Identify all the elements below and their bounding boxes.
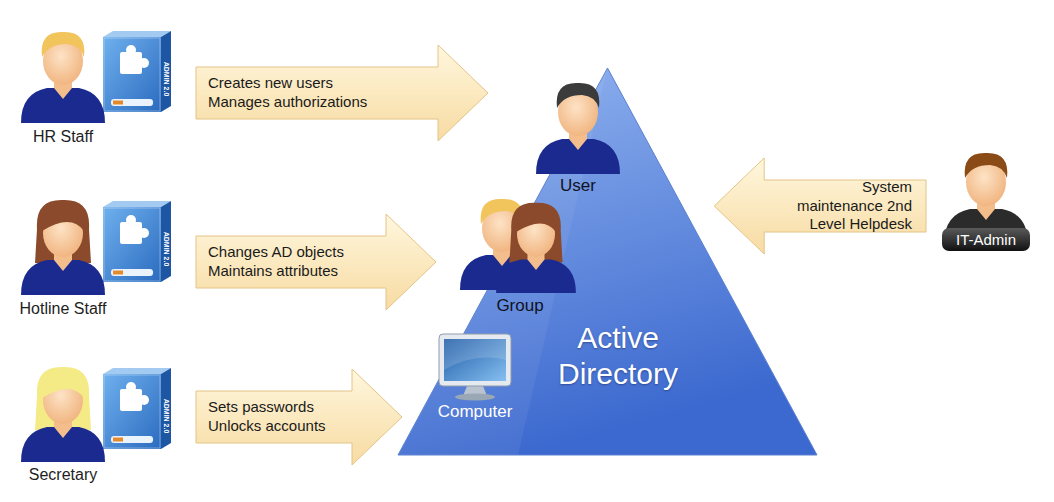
object-icon: Computer	[402, 330, 548, 426]
figure-part	[161, 368, 171, 449]
person-caption: HR Staff	[5, 128, 121, 146]
object-icon: Group	[436, 196, 604, 318]
figure-part	[103, 201, 171, 207]
figure-part	[557, 83, 600, 108]
figure-part	[161, 201, 171, 282]
figure-part	[104, 208, 160, 281]
figure-part	[139, 58, 149, 68]
arrow-label: Changes AD objects Maintains attributes	[208, 243, 368, 281]
figure-part	[120, 389, 142, 411]
figure-part	[113, 101, 123, 105]
figure-part	[113, 438, 123, 442]
figure-part	[120, 45, 149, 74]
figure-part	[111, 436, 153, 443]
figure-part	[161, 31, 171, 112]
admin-badge: IT-Admin	[942, 228, 1030, 251]
figure-part	[42, 372, 84, 398]
figure-part	[35, 367, 91, 430]
figure-part	[104, 375, 160, 448]
figure-part	[120, 382, 149, 411]
product-label: ADMIN 2.0	[163, 62, 170, 97]
object-caption: Computer	[425, 402, 525, 422]
figure-part	[516, 207, 556, 232]
figure-part	[103, 31, 171, 37]
figure-part	[103, 37, 161, 112]
object-caption: User	[538, 176, 618, 196]
block-arrow	[714, 158, 926, 254]
figure-part	[398, 68, 608, 455]
person-caption: Secretary	[5, 466, 121, 484]
figure-part	[126, 382, 136, 392]
person-caption: Hotline Staff	[5, 300, 121, 318]
figure-part	[111, 99, 153, 106]
block-arrow	[196, 45, 488, 141]
figure-part	[444, 339, 506, 370]
figure-part	[439, 334, 511, 386]
figure-part	[103, 207, 161, 282]
figure-part	[42, 205, 84, 231]
figure-part	[120, 52, 142, 74]
arrow-label: Sets passwords Unlocks accounts	[208, 398, 333, 436]
figure-part	[113, 271, 123, 275]
product-label: ADMIN 2.0	[163, 232, 170, 267]
figure-part	[103, 368, 171, 374]
person-node: IT-Admin	[930, 150, 1042, 260]
figure-part	[455, 394, 495, 401]
block-arrow	[196, 369, 402, 465]
directory-title: Active Directory	[543, 320, 693, 392]
figure-part	[35, 200, 91, 263]
block-arrow	[196, 214, 436, 310]
figure-part	[126, 215, 136, 225]
figure-part	[120, 222, 142, 244]
figure-part	[103, 374, 161, 449]
object-icon: User	[488, 78, 668, 200]
directory-triangle: Active Directory UserGroupComputer	[398, 68, 817, 455]
figure-part	[509, 203, 562, 263]
figure-part	[126, 45, 136, 55]
figure-part	[42, 32, 85, 57]
figure-part	[398, 68, 817, 455]
figure-part	[111, 269, 153, 276]
figure-part	[965, 153, 1008, 178]
arrow-label: Creates new users Manages authorizations	[208, 74, 368, 112]
arrow-label: System maintenance 2nd Level Helpdesk	[772, 178, 912, 234]
object-caption: Group	[480, 296, 560, 316]
figure-part	[104, 38, 160, 111]
figure-part	[444, 339, 506, 381]
figure-part	[120, 215, 149, 244]
figure-part	[139, 228, 149, 238]
figure-part	[139, 395, 149, 405]
product-label: ADMIN 2.0	[163, 399, 170, 434]
